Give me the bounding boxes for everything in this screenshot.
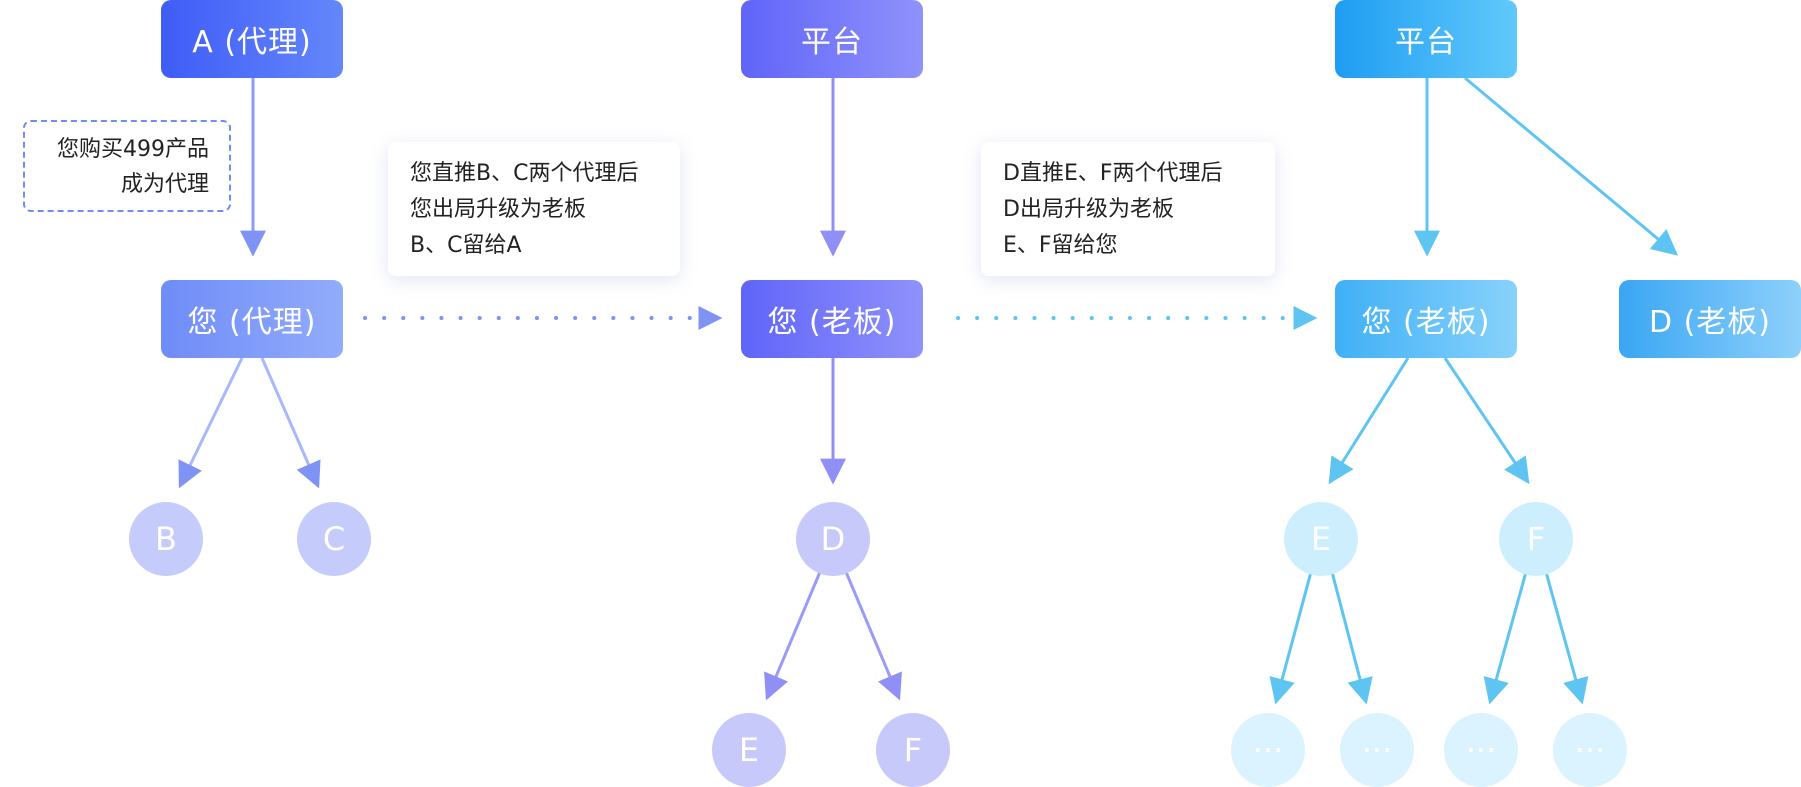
note-purchase-line2: 成为代理 xyxy=(120,172,209,197)
arrow-you-to-f-3 xyxy=(1443,357,1530,485)
node-more-1-label: ··· xyxy=(1252,731,1284,769)
node-e-3: E xyxy=(1284,502,1358,576)
note-stage1-line3: B、C留给A xyxy=(410,233,522,258)
note-stage2-line1: D直推E、F两个代理后 xyxy=(1003,161,1223,186)
node-b-label: B xyxy=(155,520,177,558)
node-a-agent-label: A (代理) xyxy=(192,25,312,60)
node-more-2-label: ··· xyxy=(1361,731,1393,769)
node-c-label: C xyxy=(322,520,346,558)
node-b: B xyxy=(129,502,203,576)
node-d-label: D xyxy=(820,520,846,558)
arrow-e-to-more2 xyxy=(1330,571,1373,705)
node-d-boss-label: D (老板) xyxy=(1648,305,1772,340)
node-e-2: E xyxy=(712,713,786,787)
arrow-d-to-f xyxy=(844,571,902,701)
arrow-platform-to-d xyxy=(1464,76,1678,256)
node-more-4-label: ··· xyxy=(1574,731,1606,769)
node-platform-2-label: 平台 xyxy=(801,25,863,60)
node-platform-3-label: 平台 xyxy=(1395,25,1457,60)
arrow-f-to-more3 xyxy=(1483,571,1528,705)
node-more-3: ··· xyxy=(1444,713,1518,787)
node-e-3-label: E xyxy=(1310,520,1332,558)
node-platform-3: 平台 xyxy=(1335,0,1517,78)
note-stage1-line2: 您出局升级为老板 xyxy=(410,197,587,222)
note-stage1-line1: 您直推B、C两个代理后 xyxy=(410,161,639,186)
node-f-3: F xyxy=(1499,502,1573,576)
node-you-boss-2: 您 (老板) xyxy=(741,280,923,358)
arrow-you-to-e-3 xyxy=(1328,357,1410,485)
node-e-2-label: E xyxy=(738,731,760,769)
node-c: C xyxy=(297,502,371,576)
arrow-f-to-more4 xyxy=(1544,571,1589,705)
note-purchase: 您购买499产品 成为代理 xyxy=(23,120,231,212)
note-stage2-line3: E、F留给您 xyxy=(1003,233,1118,258)
node-you-boss-3: 您 (老板) xyxy=(1335,280,1517,358)
node-you-boss-3-label: 您 (老板) xyxy=(1361,305,1491,340)
node-more-1: ··· xyxy=(1231,713,1305,787)
node-you-agent-label: 您 (代理) xyxy=(187,305,317,340)
node-a-agent: A (代理) xyxy=(161,0,343,78)
node-d-boss: D (老板) xyxy=(1619,280,1801,358)
node-more-4: ··· xyxy=(1553,713,1627,787)
node-more-2: ··· xyxy=(1340,713,1414,787)
node-you-boss-2-label: 您 (老板) xyxy=(767,305,897,340)
node-f-3-label: F xyxy=(1526,520,1546,558)
arrow-you-to-c xyxy=(260,357,321,489)
node-more-3-label: ··· xyxy=(1465,731,1497,769)
arrow-e-to-more1 xyxy=(1269,571,1313,705)
arrow-d-to-e xyxy=(764,571,822,701)
node-d: D xyxy=(796,502,870,576)
node-platform-2: 平台 xyxy=(741,0,923,78)
arrow-you-to-b xyxy=(178,357,244,489)
note-stage2-line2: D出局升级为老板 xyxy=(1003,197,1174,222)
note-stage2: D直推E、F两个代理后 D出局升级为老板 E、F留给您 xyxy=(981,142,1275,276)
node-f-2-label: F xyxy=(903,731,923,769)
note-purchase-line1: 您购买499产品 xyxy=(57,137,209,162)
node-f-2: F xyxy=(876,713,950,787)
node-you-agent: 您 (代理) xyxy=(161,280,343,358)
note-stage1: 您直推B、C两个代理后 您出局升级为老板 B、C留给A xyxy=(388,142,680,276)
